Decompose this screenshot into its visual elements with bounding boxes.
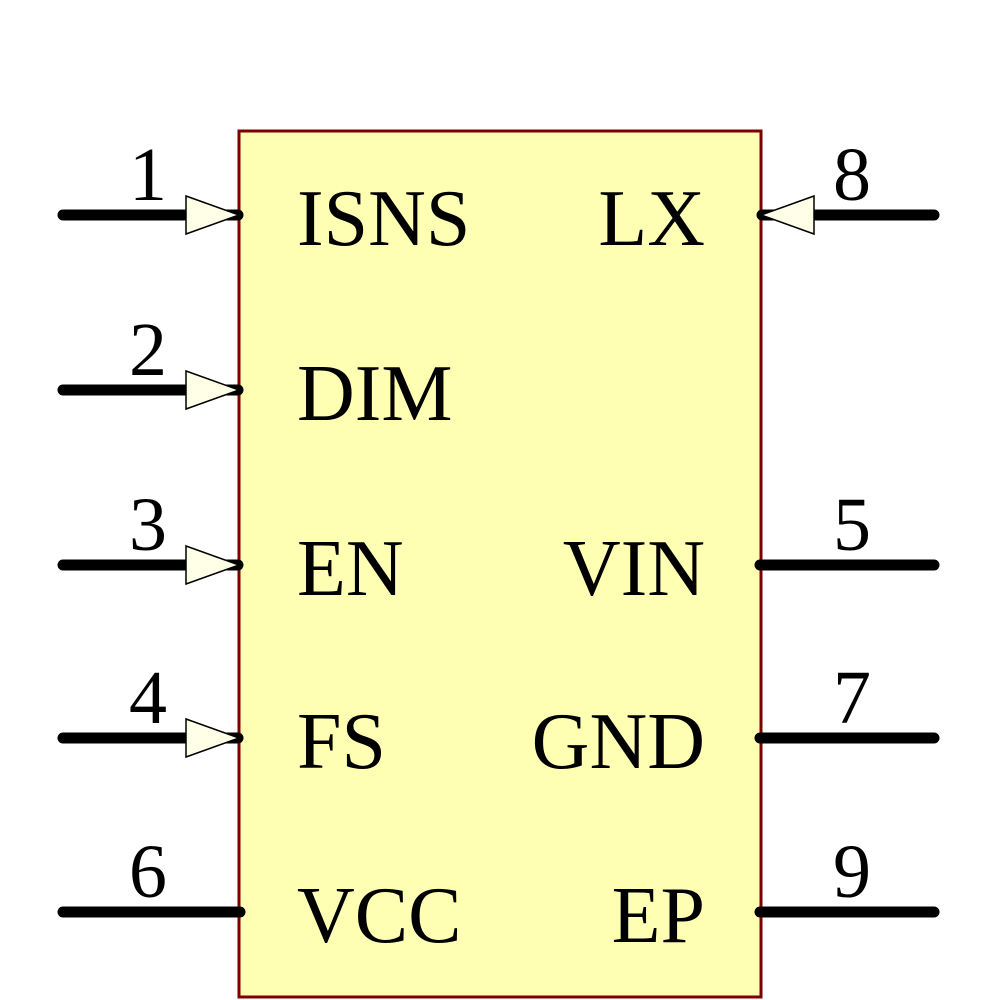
pin-label: LX	[598, 175, 705, 263]
pin-number: 1	[129, 133, 167, 217]
pin-label: EN	[297, 525, 404, 613]
pin-label: VCC	[297, 872, 462, 960]
pin-3-en: 3 EN	[57, 483, 404, 613]
pin-number: 7	[833, 656, 871, 740]
pin-number: 9	[833, 830, 871, 914]
input-arrow-icon	[185, 194, 242, 236]
input-arrow-icon	[185, 544, 242, 586]
pin-7-gnd: 7 GND	[532, 656, 940, 786]
pin-number: 2	[129, 308, 167, 392]
pin-8-lx: 8 LX	[598, 133, 940, 263]
pin-1-isns: 1 ISNS	[57, 133, 470, 263]
pin-6-vcc: 6 VCC	[57, 830, 462, 960]
input-arrow-icon	[185, 369, 242, 411]
pin-label: ISNS	[297, 175, 470, 263]
pin-number: 3	[129, 483, 167, 567]
pin-number: 6	[129, 830, 167, 914]
input-arrow-icon	[758, 194, 815, 236]
pin-number: 4	[129, 656, 167, 740]
pin-label: GND	[532, 698, 705, 786]
input-arrow-icon	[185, 717, 242, 759]
pin-9-ep: 9 EP	[612, 830, 940, 960]
symbol-body	[237, 129, 763, 999]
pin-4-fs: 4 FS	[57, 656, 386, 786]
pin-label: EP	[612, 872, 705, 960]
pin-label: VIN	[563, 525, 705, 613]
pin-2-dim: 2 DIM	[57, 308, 453, 438]
pin-number: 8	[833, 133, 871, 217]
pin-label: DIM	[297, 350, 453, 438]
pin-number: 5	[833, 483, 871, 567]
pin-5-vin: 5 VIN	[563, 483, 940, 613]
pin-label: FS	[297, 698, 386, 786]
